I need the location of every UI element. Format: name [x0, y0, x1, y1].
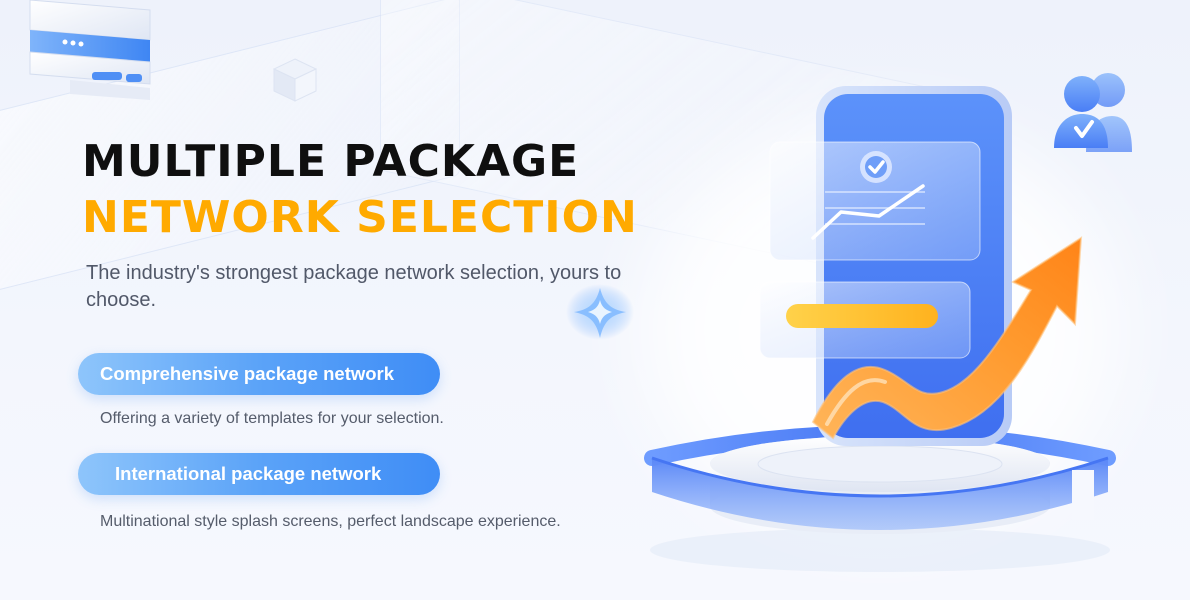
line-chart-icon [811, 184, 925, 240]
feature-pill-international: International package network [78, 453, 440, 495]
podium-icon [644, 425, 1116, 572]
server-icon [29, 0, 151, 100]
headline-line-1: MULTIPLE PACKAGE [82, 136, 580, 187]
growth-arrow-icon [811, 236, 1083, 440]
headline-line-2: NETWORK SELECTION [82, 192, 638, 243]
feature-description: Offering a variety of templates for your… [100, 410, 444, 427]
sparkle-icon [566, 284, 634, 340]
feature-pill-label: International package network [115, 463, 382, 484]
feature-pill-comprehensive: Comprehensive package network [78, 353, 440, 395]
check-icon [860, 151, 892, 183]
users-icon [1054, 73, 1132, 152]
feature-description: Multinational style splash screens, perf… [100, 513, 561, 530]
cube-icon [272, 58, 318, 102]
feature-pill-label: Comprehensive package network [100, 363, 395, 384]
subtitle: The industry's strongest package network… [86, 262, 622, 311]
